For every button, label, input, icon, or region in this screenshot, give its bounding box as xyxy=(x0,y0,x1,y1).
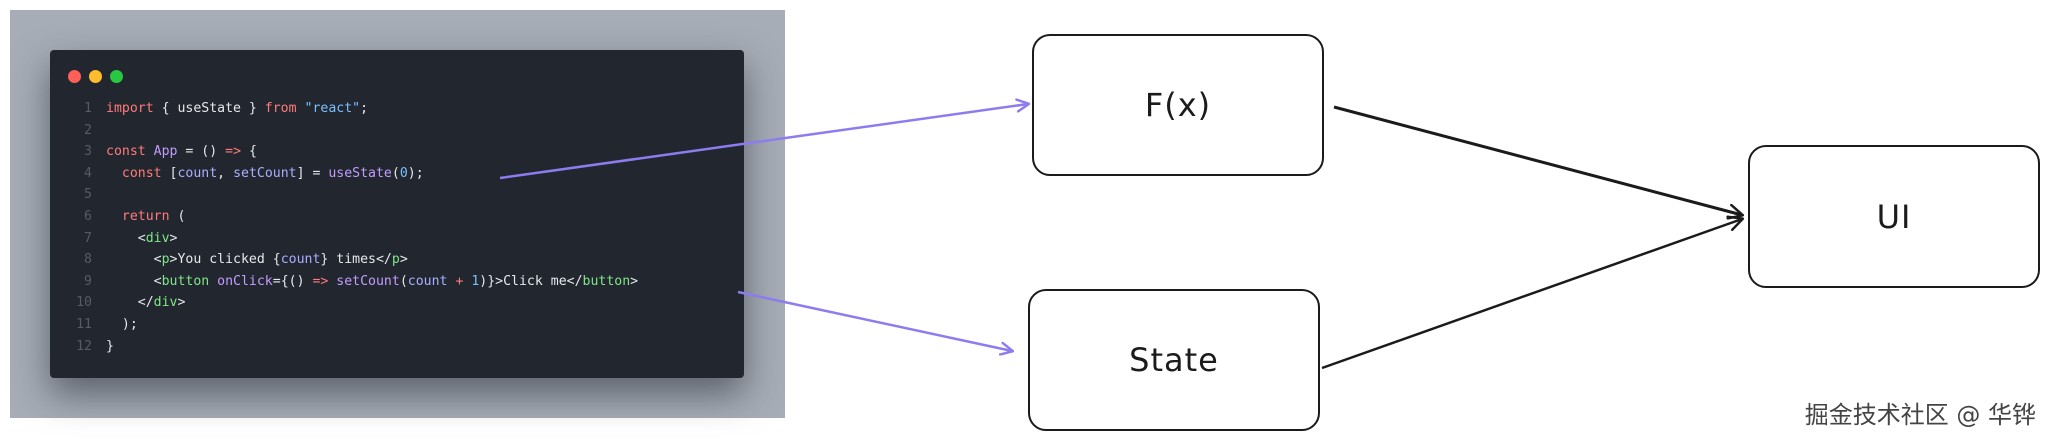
node-state-label: State xyxy=(1129,341,1219,379)
code-token: ( xyxy=(391,165,400,181)
code-token xyxy=(297,98,305,120)
code-token: count xyxy=(407,273,448,289)
close-window-icon xyxy=(68,70,81,83)
code-line: 11 ); xyxy=(68,314,638,336)
arrow-state-to-ui xyxy=(1321,219,1742,370)
code-token: => xyxy=(312,273,329,289)
code-token: p xyxy=(391,252,400,268)
code-token: > xyxy=(630,273,639,289)
code-line: 2 xyxy=(68,120,638,142)
line-number: 10 xyxy=(76,295,92,311)
code-token: const xyxy=(106,165,162,181)
watermark: 掘金技术社区 @ 华铧 xyxy=(1804,401,2036,429)
node-ui: UI xyxy=(1748,145,2040,288)
node-fx: F(x) xyxy=(1032,34,1324,176)
code-token: </ xyxy=(106,295,154,311)
code-token: div xyxy=(153,295,178,311)
code-token: ; xyxy=(360,101,369,116)
line-number: 12 xyxy=(76,338,92,354)
node-ui-label: UI xyxy=(1876,197,1912,236)
line-number: 8 xyxy=(84,252,92,268)
line-number: 1 xyxy=(84,101,92,116)
code-token: button xyxy=(161,273,210,289)
code-line: 5 xyxy=(68,184,638,206)
code-token: ( xyxy=(169,208,186,224)
code-line: 4 const [count, setCount] = useState(0); xyxy=(68,163,638,185)
code-line: 12} xyxy=(68,336,638,358)
code-token: setCount xyxy=(336,273,400,289)
code-token: useState xyxy=(328,165,392,181)
code-token: ] = xyxy=(296,165,329,181)
code-token: { xyxy=(241,144,257,160)
code-line: 6 return ( xyxy=(68,206,638,228)
code-token: >You clicked { xyxy=(169,252,281,268)
code-token: const xyxy=(106,144,146,160)
code-token: > xyxy=(169,230,178,246)
code-token: p xyxy=(161,252,170,268)
code-token: > xyxy=(399,252,408,268)
code-line: 1 import { useState } from "react"; xyxy=(68,98,638,120)
code-token: = () xyxy=(177,144,226,160)
arrow-fx-to-ui xyxy=(1333,105,1742,215)
code-line: 8 <p>You clicked {count} times</p> xyxy=(68,249,638,271)
minimize-window-icon xyxy=(89,70,102,83)
line-number: 5 xyxy=(84,187,92,203)
code-token: button xyxy=(582,273,631,289)
line-number: 3 xyxy=(84,144,92,160)
code-token xyxy=(209,271,217,293)
code-token: ={() xyxy=(272,273,313,289)
code-line: 10 </div> xyxy=(68,292,638,314)
code-token: count xyxy=(177,165,218,181)
line-number: 4 xyxy=(84,165,92,181)
code-token xyxy=(463,271,471,293)
code-token: < xyxy=(106,252,162,268)
code-token: App xyxy=(153,144,178,160)
code-token: onClick xyxy=(217,273,273,289)
code-token: } xyxy=(106,338,114,354)
code-token: ( xyxy=(399,273,408,289)
line-number: 6 xyxy=(84,208,92,224)
code-token: < xyxy=(106,273,162,289)
code-token: [ xyxy=(161,165,178,181)
code-token: < xyxy=(106,230,146,246)
code-block: 1 import { useState } from "react"; 2 3 cons… xyxy=(68,98,638,357)
code-token: div xyxy=(145,230,170,246)
code-token: , xyxy=(217,165,234,181)
code-editor-window: 1 import { useState } from "react"; 2 3 cons… xyxy=(50,50,744,378)
node-fx-label: F(x) xyxy=(1144,86,1212,124)
code-token: setCount xyxy=(233,165,297,181)
code-token: 0 xyxy=(399,165,408,181)
code-token: )}>Click me</ xyxy=(479,273,583,289)
code-line: 3 const App = () => { xyxy=(68,141,638,163)
code-token: "react" xyxy=(304,101,361,116)
line-number: 7 xyxy=(84,230,92,246)
code-token: import xyxy=(106,101,154,116)
code-token: { useState } xyxy=(153,101,265,116)
code-token: + xyxy=(455,273,464,289)
line-number: 11 xyxy=(76,316,92,332)
code-token: return xyxy=(106,208,170,224)
code-token xyxy=(328,271,336,293)
maximize-window-icon xyxy=(110,70,123,83)
code-token: from xyxy=(264,101,297,116)
code-token: } times</ xyxy=(320,252,392,268)
line-number: 2 xyxy=(84,122,92,138)
node-state: State xyxy=(1028,289,1320,431)
code-token: > xyxy=(177,295,186,311)
code-token xyxy=(447,271,455,293)
code-token: ); xyxy=(106,316,138,332)
code-token: ); xyxy=(407,165,424,181)
code-token: 1 xyxy=(471,273,480,289)
line-number: 9 xyxy=(84,273,92,289)
code-token xyxy=(146,141,154,163)
code-line: 9 <button onClick={() => setCount(count … xyxy=(68,271,638,293)
code-token: count xyxy=(280,252,321,268)
code-token: => xyxy=(225,144,242,160)
window-controls xyxy=(68,70,123,83)
code-line: 7 <div> xyxy=(68,228,638,250)
